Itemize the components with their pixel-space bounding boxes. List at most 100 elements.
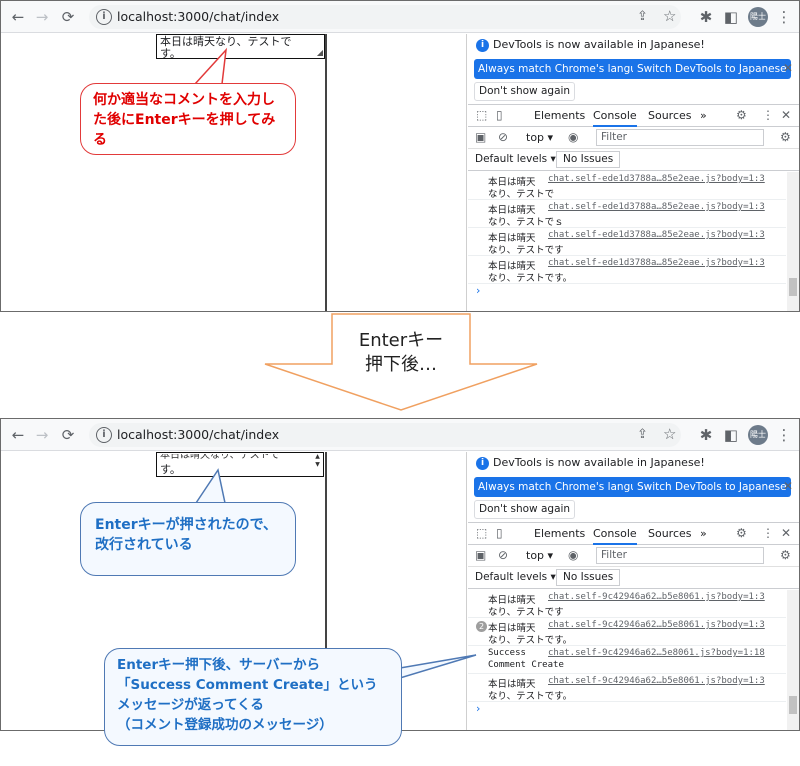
live-expression-eye-icon[interactable]: ◉	[568, 130, 579, 144]
tab-sources[interactable]: Sources	[648, 527, 692, 540]
textarea-line-1: 本日は晴天なり、テストで	[160, 35, 292, 48]
context-selector[interactable]: top ▾	[526, 549, 554, 562]
log-source-link[interactable]: chat.self-9c42946a62…b5e8061.js?body=1:3	[548, 676, 765, 686]
sidebar-toggle-icon[interactable]: ▣	[475, 130, 487, 144]
log-source-link[interactable]: chat.self-ede1d3788a…85e2eae.js?body=1:3	[548, 202, 765, 212]
menu-kebab-icon[interactable]: ⋮	[776, 8, 792, 26]
resize-grip-icon[interactable]: ◢	[316, 48, 323, 57]
device-toggle-icon[interactable]: ▯	[496, 108, 503, 122]
tab-sources[interactable]: Sources	[648, 109, 692, 122]
settings-gear-icon[interactable]: ⚙	[736, 108, 747, 122]
devtools-close-icon[interactable]: ✕	[781, 108, 792, 122]
close-icon[interactable]: ✕	[782, 61, 793, 75]
tab-console[interactable]: Console	[593, 527, 637, 545]
console-prompt[interactable]: ›	[476, 702, 481, 715]
switch-to-japanese-button[interactable]: Switch DevTools to Japanese	[633, 477, 791, 497]
log-text-line1: 本日は晴天	[488, 177, 536, 188]
scrollbar-thumb[interactable]	[789, 696, 797, 714]
filter-input[interactable]: Filter	[596, 547, 764, 564]
back-icon[interactable]: ←	[11, 426, 25, 444]
url-text[interactable]: localhost:3000/chat/index	[117, 9, 280, 24]
log-text-line1: Success	[488, 648, 526, 658]
site-info-icon[interactable]: i	[96, 427, 112, 443]
address-bar[interactable]: i localhost:3000/chat/index ⇪ ☆	[89, 423, 681, 447]
log-source-link[interactable]: chat.self-9c42946a62…b5e8061.js?body=1:3	[548, 620, 765, 630]
default-levels-label: Default levels	[475, 153, 548, 165]
sidebar-toggle-icon[interactable]: ▣	[475, 548, 487, 562]
avatar[interactable]: 陽士	[748, 7, 768, 27]
extensions-icon[interactable]: ✱	[699, 8, 713, 26]
avatar[interactable]: 陽士	[748, 425, 768, 445]
default-levels-dropdown[interactable]: Default levels ▾	[475, 153, 556, 165]
comment-textarea[interactable]: 本日は晴天なり、テストで す。 ◢	[156, 34, 325, 59]
inspect-element-icon[interactable]: ⬚	[476, 108, 488, 122]
callout-line-3: メッセージが返ってくる	[117, 697, 264, 713]
callout-line-2: 「Success Comment Create」という	[117, 677, 378, 693]
device-toggle-icon[interactable]: ▯	[496, 526, 503, 540]
filter-input[interactable]: Filter	[596, 129, 764, 146]
log-source-link[interactable]: chat.self-9c42946a62…5e8061.js?body=1:18	[548, 648, 765, 658]
comment-textarea[interactable]: 本日は晴天なり、テストで す。 ▲▼	[156, 452, 324, 477]
url-text[interactable]: localhost:3000/chat/index	[117, 427, 280, 442]
log-source-link[interactable]: chat.self-ede1d3788a…85e2eae.js?body=1:3	[548, 174, 765, 184]
inspect-element-icon[interactable]: ⬚	[476, 526, 488, 540]
console-scrollbar[interactable]	[787, 172, 799, 311]
scrollbar-thumb[interactable]	[789, 278, 797, 296]
live-expression-eye-icon[interactable]: ◉	[568, 548, 579, 562]
tab-elements[interactable]: Elements	[534, 527, 586, 540]
no-issues-button[interactable]: No Issues	[556, 569, 621, 586]
dont-show-again-button[interactable]: Don't show again	[474, 500, 576, 519]
forward-icon[interactable]: →	[35, 8, 49, 26]
context-label: top	[526, 131, 545, 144]
site-info-icon[interactable]: i	[96, 9, 112, 25]
textarea-scroll-arrows-icon[interactable]: ▲▼	[315, 453, 320, 468]
extensions-icon[interactable]: ✱	[699, 426, 713, 444]
bookmark-star-icon[interactable]: ☆	[663, 425, 677, 443]
settings-gear-icon[interactable]: ⚙	[736, 526, 747, 540]
console-prompt[interactable]: ›	[476, 284, 481, 297]
back-icon[interactable]: ←	[11, 8, 25, 26]
console-filterbar: ▣ ⊘ top ▾ ◉ Filter ⚙	[468, 127, 799, 149]
devtools-menu-icon[interactable]: ⋮	[762, 108, 774, 122]
info-icon: i	[476, 39, 489, 52]
console-filterbar: ▣ ⊘ top ▾ ◉ Filter ⚙	[468, 545, 799, 567]
clear-console-icon[interactable]: ⊘	[498, 548, 509, 562]
console-message: 2 本日は晴天 なり、テストです。 chat.self-9c42946a62…b…	[468, 618, 786, 646]
log-text-line1: 本日は晴天	[488, 595, 536, 606]
forward-icon[interactable]: →	[35, 426, 49, 444]
share-icon[interactable]: ⇪	[637, 9, 648, 24]
reload-icon[interactable]: ⟳	[61, 8, 75, 26]
log-source-link[interactable]: chat.self-ede1d3788a…85e2eae.js?body=1:3	[548, 230, 765, 240]
dont-show-again-button[interactable]: Don't show again	[474, 82, 576, 101]
menu-kebab-icon[interactable]: ⋮	[776, 426, 792, 444]
reload-icon[interactable]: ⟳	[61, 426, 75, 444]
console-settings-gear-icon[interactable]: ⚙	[780, 548, 791, 562]
more-tabs-icon[interactable]: »	[700, 527, 707, 540]
side-panel-icon[interactable]: ◧	[723, 8, 739, 26]
default-levels-dropdown[interactable]: Default levels ▾	[475, 571, 556, 583]
console-message: 本日は晴天 なり、テストです chat.self-9c42946a62…b5e8…	[468, 590, 786, 618]
always-match-language-button[interactable]: Always match Chrome's language	[474, 59, 661, 79]
log-source-link[interactable]: chat.self-9c42946a62…b5e8061.js?body=1:3	[548, 592, 765, 602]
context-label: top	[526, 549, 545, 562]
arrow-label-line2: 押下後…	[365, 354, 437, 375]
clear-console-icon[interactable]: ⊘	[498, 130, 509, 144]
log-source-link[interactable]: chat.self-ede1d3788a…85e2eae.js?body=1:3	[548, 258, 765, 268]
notice-text: DevTools is now available in Japanese!	[493, 456, 705, 469]
bookmark-star-icon[interactable]: ☆	[663, 7, 677, 25]
console-scrollbar[interactable]	[787, 590, 799, 730]
share-icon[interactable]: ⇪	[637, 427, 648, 442]
close-icon[interactable]: ✕	[782, 479, 793, 493]
devtools-close-icon[interactable]: ✕	[781, 526, 792, 540]
tab-elements[interactable]: Elements	[534, 109, 586, 122]
no-issues-button[interactable]: No Issues	[556, 151, 621, 168]
side-panel-icon[interactable]: ◧	[723, 426, 739, 444]
console-settings-gear-icon[interactable]: ⚙	[780, 130, 791, 144]
context-selector[interactable]: top ▾	[526, 131, 554, 144]
always-match-language-button[interactable]: Always match Chrome's language	[474, 477, 661, 497]
more-tabs-icon[interactable]: »	[700, 109, 707, 122]
tab-console[interactable]: Console	[593, 109, 637, 127]
switch-to-japanese-button[interactable]: Switch DevTools to Japanese	[633, 59, 791, 79]
address-bar[interactable]: i localhost:3000/chat/index ⇪ ☆	[89, 5, 681, 29]
devtools-menu-icon[interactable]: ⋮	[762, 526, 774, 540]
